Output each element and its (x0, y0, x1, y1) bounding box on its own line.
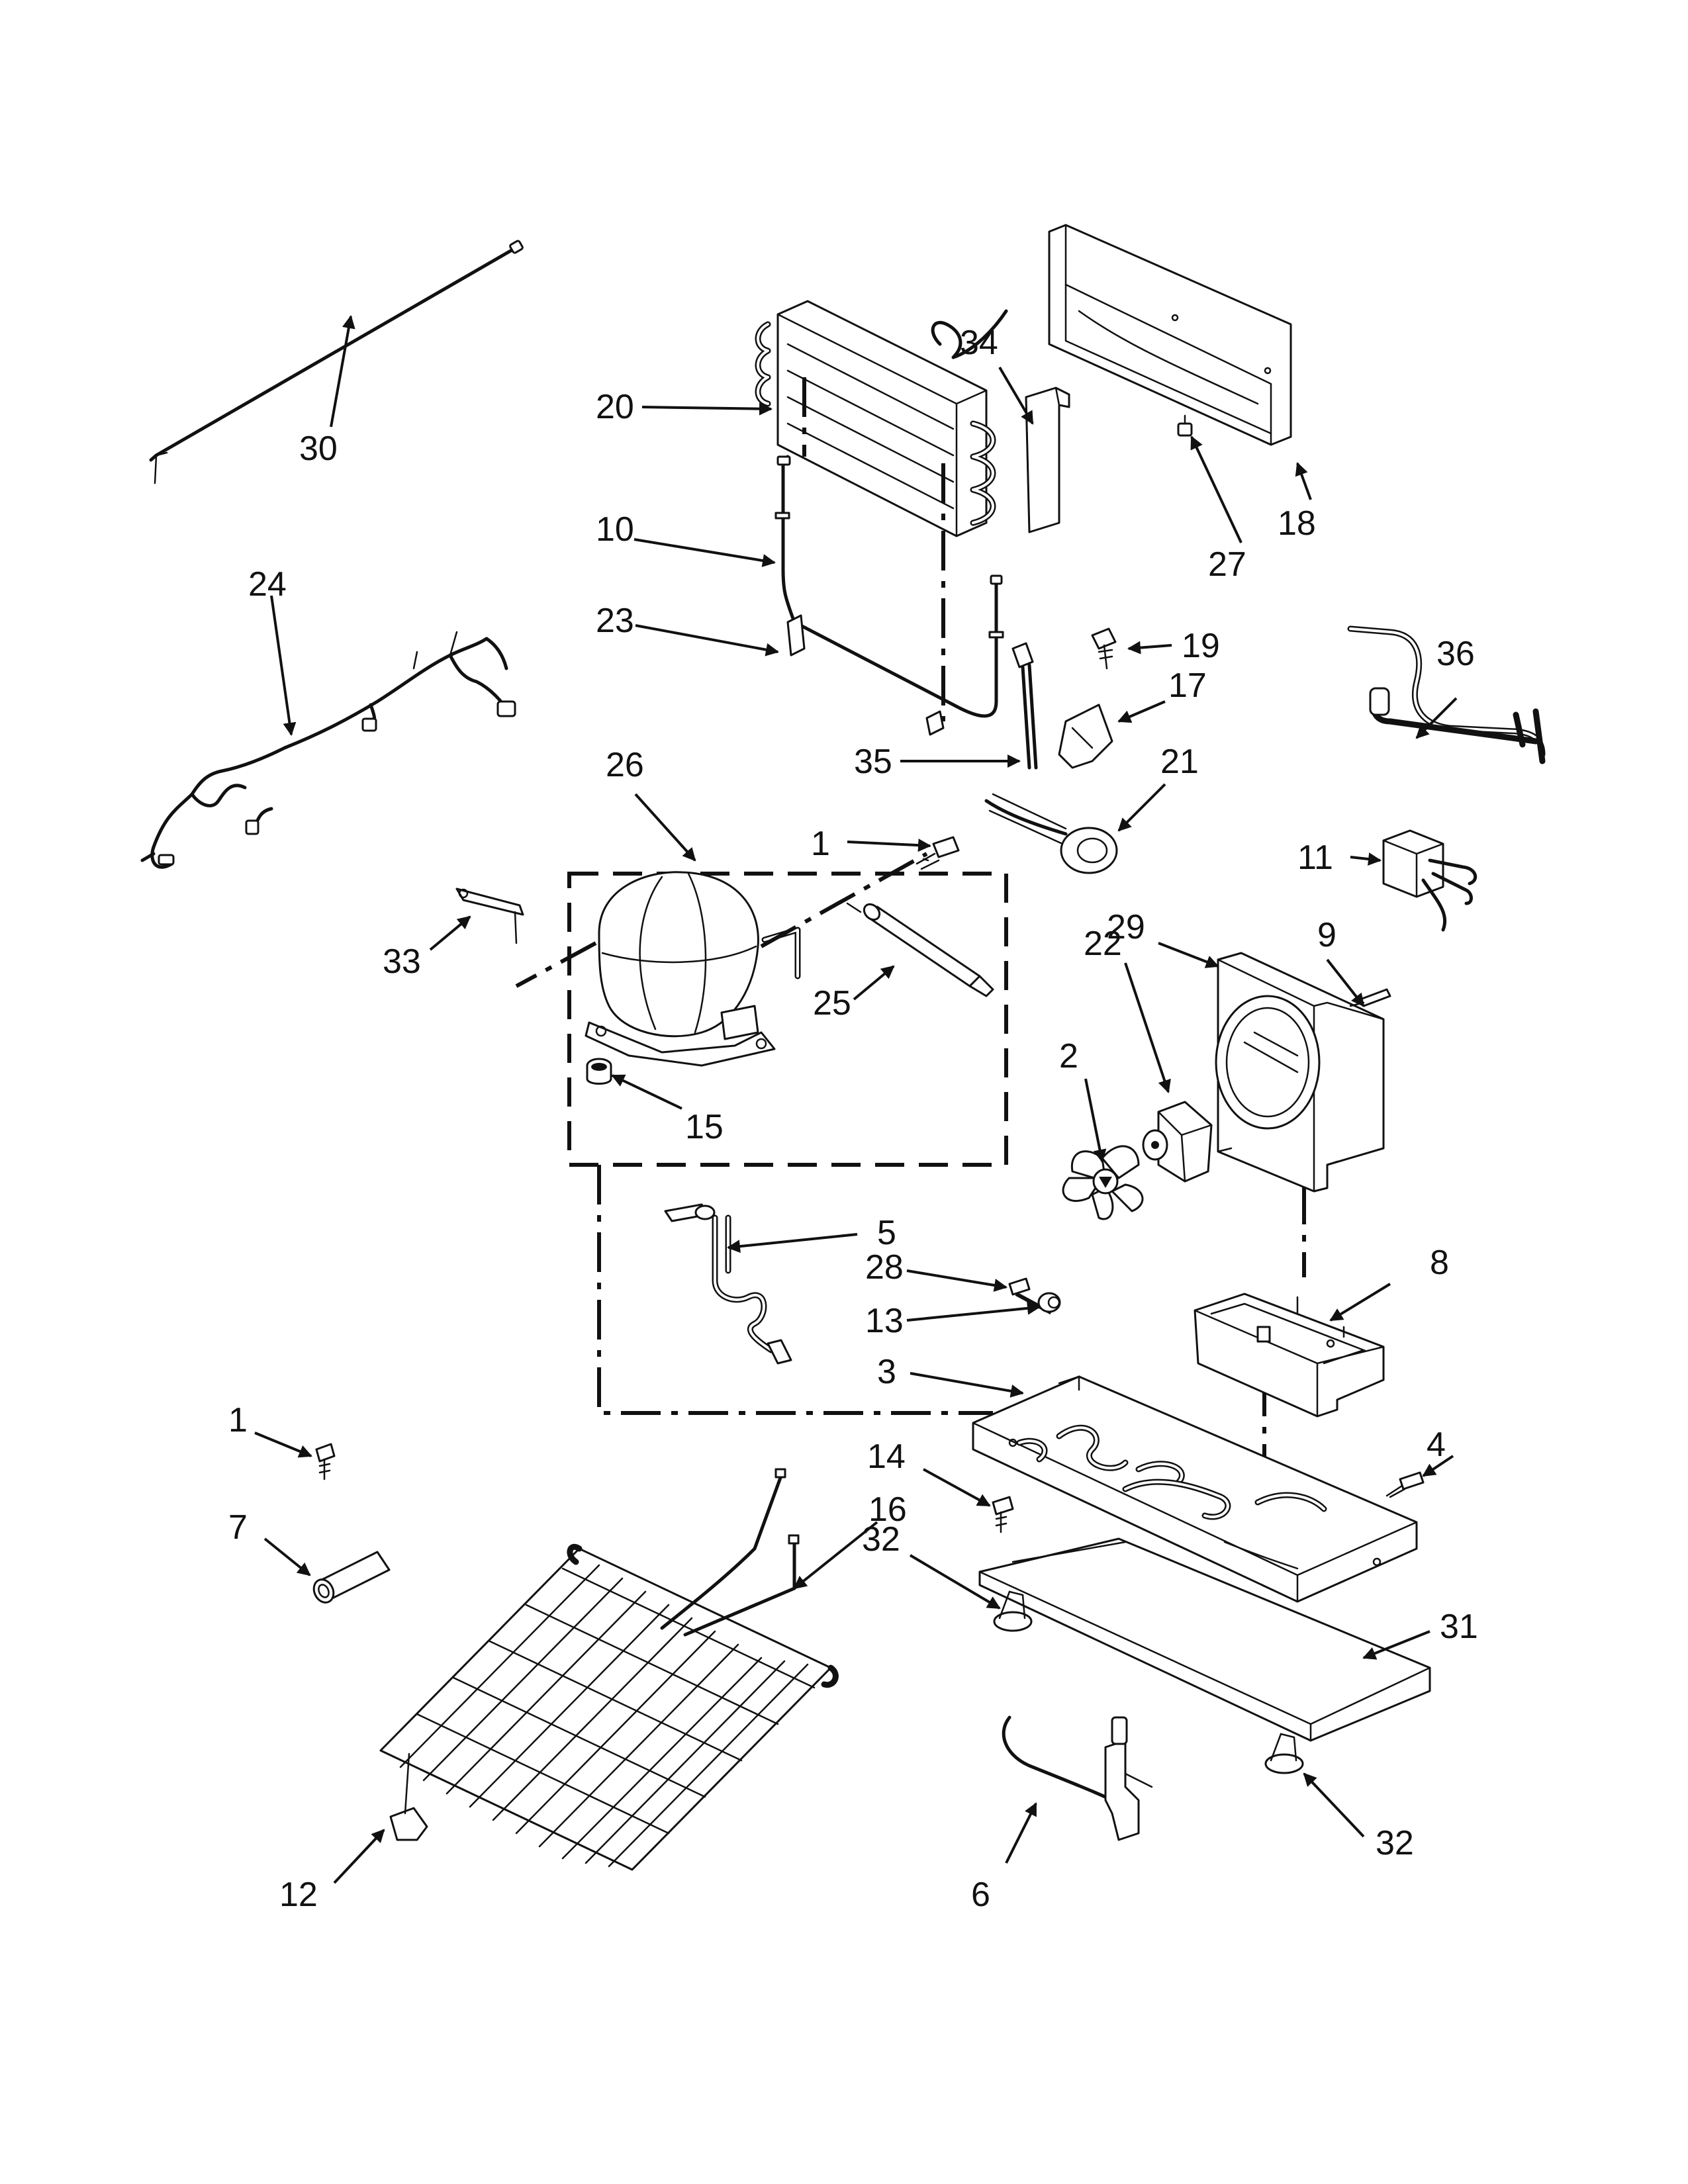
callout-16: 16 (868, 1490, 907, 1529)
callout-3: 3 (877, 1353, 896, 1391)
part-drier-25[interactable] (846, 901, 994, 997)
callout-28: 28 (865, 1248, 904, 1287)
part-screw-4[interactable] (1385, 1471, 1425, 1498)
callout-6: 6 (971, 1876, 990, 1914)
part-screw-19[interactable] (1091, 627, 1117, 670)
callout-15: 15 (685, 1108, 724, 1146)
part-fan-blade-2[interactable] (1062, 1145, 1144, 1220)
part-relay-11[interactable] (1382, 829, 1477, 932)
callout-30: 30 (299, 430, 338, 468)
part-clip-27[interactable] (1177, 414, 1193, 437)
part-heater-10-23[interactable] (774, 455, 1004, 736)
callout-35: 35 (854, 743, 892, 781)
callout-23: 23 (596, 602, 634, 640)
callout-4: 4 (1427, 1426, 1446, 1464)
part-fan-shroud-29[interactable] (1215, 952, 1385, 1193)
callout-1a: 1 (811, 825, 830, 863)
part-wire-harness-24[interactable] (140, 631, 516, 869)
part-screw-1b[interactable] (315, 1443, 336, 1480)
part-condenser-16[interactable] (379, 1468, 839, 1871)
part-sleeve-7[interactable] (310, 1551, 391, 1606)
part-screw-14[interactable] (992, 1496, 1014, 1533)
callout-26: 26 (606, 746, 644, 784)
part-sensor-6[interactable] (1002, 1715, 1153, 1841)
part-foot-32a[interactable] (993, 1590, 1033, 1632)
part-base-pan-3[interactable] (972, 1375, 1418, 1603)
part-fan-motor-22[interactable] (1142, 1101, 1213, 1183)
callout-34: 34 (960, 324, 998, 362)
part-grommet-15[interactable] (586, 1058, 612, 1085)
callout-5: 5 (877, 1214, 896, 1252)
part-compressor[interactable] (585, 871, 801, 1067)
part-thermistor-35[interactable] (1011, 642, 1038, 770)
part-tube-36[interactable] (1347, 625, 1546, 764)
callout-27: 27 (1208, 545, 1246, 584)
callout-32b: 32 (1376, 1824, 1414, 1862)
callout-25: 25 (813, 984, 851, 1023)
part-clip-12[interactable] (389, 1752, 428, 1841)
part-thermostat-21[interactable] (984, 793, 1118, 874)
compressor-group-box-26 (567, 872, 1008, 1167)
part-grommet-28[interactable] (1008, 1277, 1031, 1296)
callout-1b: 1 (228, 1401, 248, 1439)
callout-11: 11 (1297, 839, 1333, 877)
part-housing-18[interactable] (1048, 224, 1292, 446)
part-tray-8[interactable] (1194, 1293, 1385, 1418)
callout-9: 9 (1317, 916, 1336, 954)
part-screw-1a[interactable] (915, 836, 960, 870)
callout-24: 24 (248, 565, 287, 604)
callout-2: 2 (1059, 1037, 1078, 1075)
part-cover-31[interactable] (978, 1537, 1431, 1742)
callout-36: 36 (1436, 635, 1475, 673)
callout-10: 10 (596, 510, 634, 549)
part-bracket-17[interactable] (1058, 704, 1113, 769)
callout-7: 7 (228, 1508, 248, 1547)
callout-31: 31 (1440, 1608, 1478, 1646)
part-channel-34[interactable] (1025, 387, 1070, 533)
part-evaporator-20[interactable] (755, 300, 1008, 537)
callout-13: 13 (865, 1302, 904, 1340)
callout-33: 33 (383, 942, 421, 981)
callout-20: 20 (596, 388, 634, 426)
callout-32a: 32 (862, 1520, 900, 1559)
part-grommet-13[interactable] (1037, 1292, 1061, 1313)
part-tube-5[interactable] (664, 1203, 792, 1365)
callout-18: 18 (1278, 504, 1316, 543)
callout-14: 14 (867, 1437, 906, 1476)
callout-12: 12 (279, 1876, 318, 1914)
callout-17: 17 (1168, 666, 1207, 705)
part-wire-harness-30[interactable] (149, 240, 524, 484)
leader-lines (254, 315, 1458, 1884)
callout-29: 29 (1107, 908, 1145, 946)
callout-8: 8 (1430, 1244, 1449, 1282)
callout-19: 19 (1182, 627, 1220, 665)
callout-21: 21 (1160, 743, 1199, 781)
callout-labels: 34 20 18 27 30 10 23 19 17 36 24 35 21 2… (228, 324, 1478, 1914)
callout-22: 22 (1084, 925, 1122, 963)
part-bracket-33[interactable] (455, 887, 524, 944)
part-foot-32b[interactable] (1264, 1733, 1304, 1774)
